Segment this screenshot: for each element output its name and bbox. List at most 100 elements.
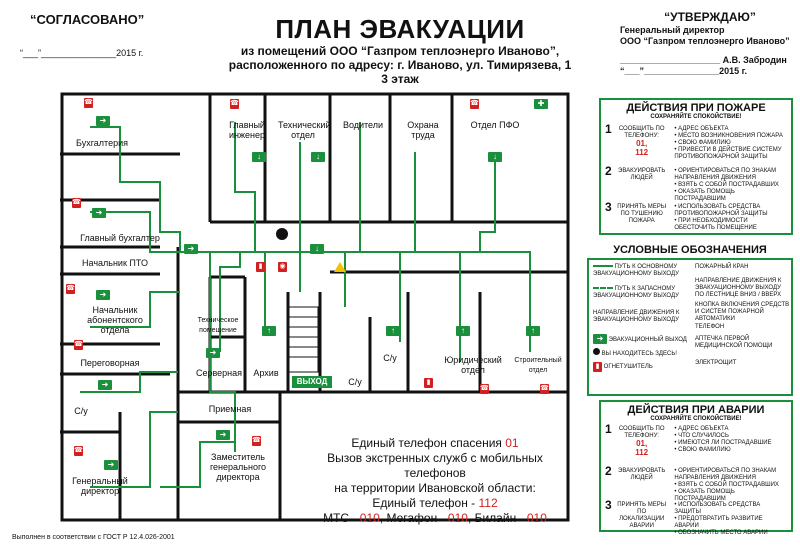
fire-step-3-item: • ИСПОЛЬЗОВАТЬ СРЕДСТВА ПРОТИВОПОЖАРНОЙ … — [674, 204, 768, 217]
legend-exit: ➜ ЭВАКУАЦИОННЫЙ ВЫХОД — [593, 334, 693, 344]
approve-label: “УТВЕРЖДАЮ” — [664, 10, 756, 24]
page-title: ПЛАН ЭВАКУАЦИИ — [275, 14, 525, 44]
fire-step-3-number: 3 — [605, 200, 612, 214]
accident-step-1: 1 СООБЩИТЬ ПО ТЕЛЕФОНУ:01,112 • АДРЕС ОБ… — [605, 422, 786, 458]
phone-icon: ☎ — [470, 99, 479, 109]
room-drivers: Водители — [342, 120, 384, 130]
phone-icon: ☎ — [84, 98, 93, 108]
fire-panel-title: ДЕЙСТВИЯ ПРИ ПОЖАРЕ — [626, 102, 766, 114]
exit-sign-icon: ➜ — [593, 334, 607, 344]
fire-step-2-desc: ЭВАКУИРОВАТЬ ЛЮДЕЙ — [618, 168, 666, 181]
fire-step-1-number: 1 — [605, 122, 612, 136]
you-are-here-marker — [276, 228, 288, 240]
fire-step-2-number: 2 — [605, 164, 612, 178]
room-pto-head: Начальник ПТО — [82, 258, 148, 268]
floor-plan — [60, 92, 570, 522]
subtitle-line-2: расположенного по адресу: г. Иваново, ул… — [228, 58, 572, 72]
room-tech-dept: Технический отдел — [278, 120, 331, 140]
fire-step-2-item: • ВЗЯТЬ С СОБОЙ ПОСТРАДАВШИХ — [674, 182, 779, 188]
phone-icon: ☎ — [252, 436, 261, 446]
exit-direction-icon: ➜ — [216, 430, 230, 440]
legend-stairs: НАПРАВЛЕНИЕ ДВИЖЕНИЯ К ЭВАКУАЦИОННОМУ ВЫ… — [695, 278, 782, 298]
first-aid-icon: ✚ — [534, 99, 548, 109]
exit-direction-icon: ↑ — [456, 326, 470, 336]
approver-company: ООО “Газпром теплоэнерго Иваново” — [620, 36, 790, 46]
approver-date: “___”_______________2015 г. — [620, 66, 747, 76]
room-wc-3: С/у — [383, 353, 397, 363]
main-path-line-icon — [593, 265, 613, 268]
extinguisher-icon: ▮ — [256, 262, 265, 272]
accident-step-2: 2 ЭВАКУИРОВАТЬ ЛЮДЕЙ • ОРИЕНТИРОВАТЬСЯ П… — [605, 464, 786, 503]
staircase — [287, 306, 319, 373]
room-construction: Строительный отдел — [514, 357, 562, 374]
fire-step-1: 1 СООБЩИТЬ ПО ТЕЛЕФОНУ:01,112 • АДРЕС ОБ… — [605, 122, 786, 161]
legend-first-aid: АПТЕЧКА ПЕРВОЙ МЕДИЦИНСКОЙ ПОМОЩИ — [695, 336, 773, 349]
extinguisher-icon: ▮ — [424, 378, 433, 388]
fire-step-1-item: • АДРЕС ОБЪЕКТА — [674, 126, 729, 132]
accident-step-2-item: • ОКАЗАТЬ ПОМОЩЬ ПОСТРАДАВШИМ — [674, 489, 735, 502]
fire-hydrant-icon: ◉ — [278, 262, 287, 272]
legend-title: УСЛОВНЫЕ ОБОЗНАЧЕНИЯ — [613, 244, 767, 256]
evacuation-routes — [80, 122, 531, 488]
accident-step-3-item: • ИСПОЛЬЗОВАТЬ СРЕДСТВА ЗАЩИТЫ — [674, 502, 761, 515]
room-meeting: Переговорная — [80, 358, 140, 368]
phone-line-3: на территории Ивановской области: — [334, 481, 536, 495]
room-server: Серверная — [195, 368, 243, 378]
gost-footer: Выполнен в соответствии с ГОСТ Р 12.4.02… — [12, 534, 175, 541]
extinguisher-icon: ▮ — [593, 362, 602, 372]
exit-direction-icon: ➜ — [184, 244, 198, 254]
accident-step-3-number: 3 — [605, 498, 612, 512]
room-wc-2: С/у — [348, 377, 362, 387]
phone-line-1a: Единый телефон спасения — [351, 436, 506, 450]
accident-step-2-item: • ВЗЯТЬ С СОБОЙ ПОСТРАДАВШИХ — [674, 482, 779, 488]
subtitle-line-1: из помещений ООО “Газпром теплоэнерго Ив… — [240, 44, 560, 58]
exit-direction-icon: ↑ — [386, 326, 400, 336]
legend-electric: ЭЛЕКТРОЩИТ — [695, 360, 737, 366]
phone-megafon-label: , Мегафон - — [379, 511, 448, 525]
exit-direction-icon: ➜ — [206, 348, 220, 358]
subtitle-line-3: 3 этаж — [381, 72, 419, 86]
legend-panel: ПУТЬ К ОСНОВНОМУ ЭВАКУАЦИОННОМУ ВЫХОДУ П… — [587, 258, 793, 396]
accident-step-3-item: • ОБОЗНАЧИТЬ МЕСТО АВАРИИ — [674, 530, 768, 536]
accident-step-1-item: • АДРЕС ОБЪЕКТА — [674, 426, 729, 432]
accident-step-3-item: • ПРЕДОТВРАТИТЬ РАЗВИТИЕ АВАРИИ — [674, 516, 763, 529]
exit-direction-icon: ➜ — [96, 290, 110, 300]
phone-icon: ☎ — [480, 384, 489, 394]
room-chief-accountant: Главный бухгалтер — [80, 233, 160, 243]
exit-direction-icon: ↓ — [311, 152, 325, 162]
legend-hydrant: ПОЖАРНЫЙ КРАН — [695, 264, 749, 270]
phone-icon: ☎ — [540, 384, 549, 394]
phone-mts-label: МТС - — [323, 511, 360, 525]
fire-step-2: 2 ЭВАКУИРОВАТЬ ЛЮДЕЙ • ОРИЕНТИРОВАТЬСЯ П… — [605, 164, 786, 203]
fire-panel-subtitle: СОХРАНЯЙТЕ СПОКОЙСТВИЕ! — [650, 114, 742, 120]
room-deputy: Заместитель генерального директора — [209, 452, 267, 482]
accident-step-1-number-112: 112 — [635, 448, 649, 457]
fire-step-1-desc: СООБЩИТЬ ПО ТЕЛЕФОНУ: — [618, 126, 665, 139]
legend-extinguisher: ▮ ОГНЕТУШИТЕЛЬ — [593, 362, 693, 372]
exit-sign: ВЫХОД — [292, 376, 332, 388]
phone-number-01: 01 — [505, 436, 519, 450]
accident-step-1-number: 1 — [605, 422, 612, 436]
fire-step-1-number-01: 01, — [636, 139, 648, 148]
phone-icon: ☎ — [72, 198, 81, 208]
fire-step-2-item: • ОРИЕНТИРОВАТЬСЯ ПО ЗНАКАМ НАПРАВЛЕНИЯ … — [674, 168, 777, 181]
phone-line-2: Вызов экстренных служб с мобильных телеф… — [327, 451, 543, 480]
legend-reserve-path: ПУТЬ К ЗАПАСНОМУ ЭВАКУАЦИОННОМУ ВЫХОДУ — [593, 286, 679, 299]
fire-step-1-item: • ПРИВЕСТИ В ДЕЙСТВИЕ СИСТЕМУ ПРОТИВОПОЖ… — [674, 147, 782, 160]
accident-panel-title: ДЕЙСТВИЯ ПРИ АВАРИИ — [627, 404, 765, 416]
accident-step-1-item: • СВОЮ ФАМИЛИЮ — [674, 447, 731, 453]
room-labor-protection: Охрана труда — [407, 120, 439, 140]
accident-step-1-item: • ИМЕЮТСЯ ЛИ ПОСТРАДАВШИЕ — [674, 440, 772, 446]
exit-direction-icon: ➜ — [92, 208, 106, 218]
accident-step-2-desc: ЭВАКУИРОВАТЬ ЛЮДЕЙ — [618, 468, 666, 481]
accident-panel-subtitle: СОХРАНЯЙТЕ СПОКОЙСТВИЕ! — [650, 416, 742, 422]
exit-direction-icon: ➜ — [96, 116, 110, 126]
phone-number-112: 112 — [478, 496, 498, 510]
you-are-here-icon — [593, 348, 600, 355]
approved-signature-line: “___”_______________2015 г. — [20, 48, 144, 58]
approver-signature: ____________________ А.В. Забродин — [620, 55, 787, 65]
accident-step-2-number: 2 — [605, 464, 612, 478]
exit-direction-icon: ↓ — [310, 244, 324, 254]
fire-step-3-desc: ПРИНЯТЬ МЕРЫ ПО ТУШЕНИЮ ПОЖАРА — [617, 204, 667, 224]
phone-line-4a: Единый телефон - — [372, 496, 479, 510]
